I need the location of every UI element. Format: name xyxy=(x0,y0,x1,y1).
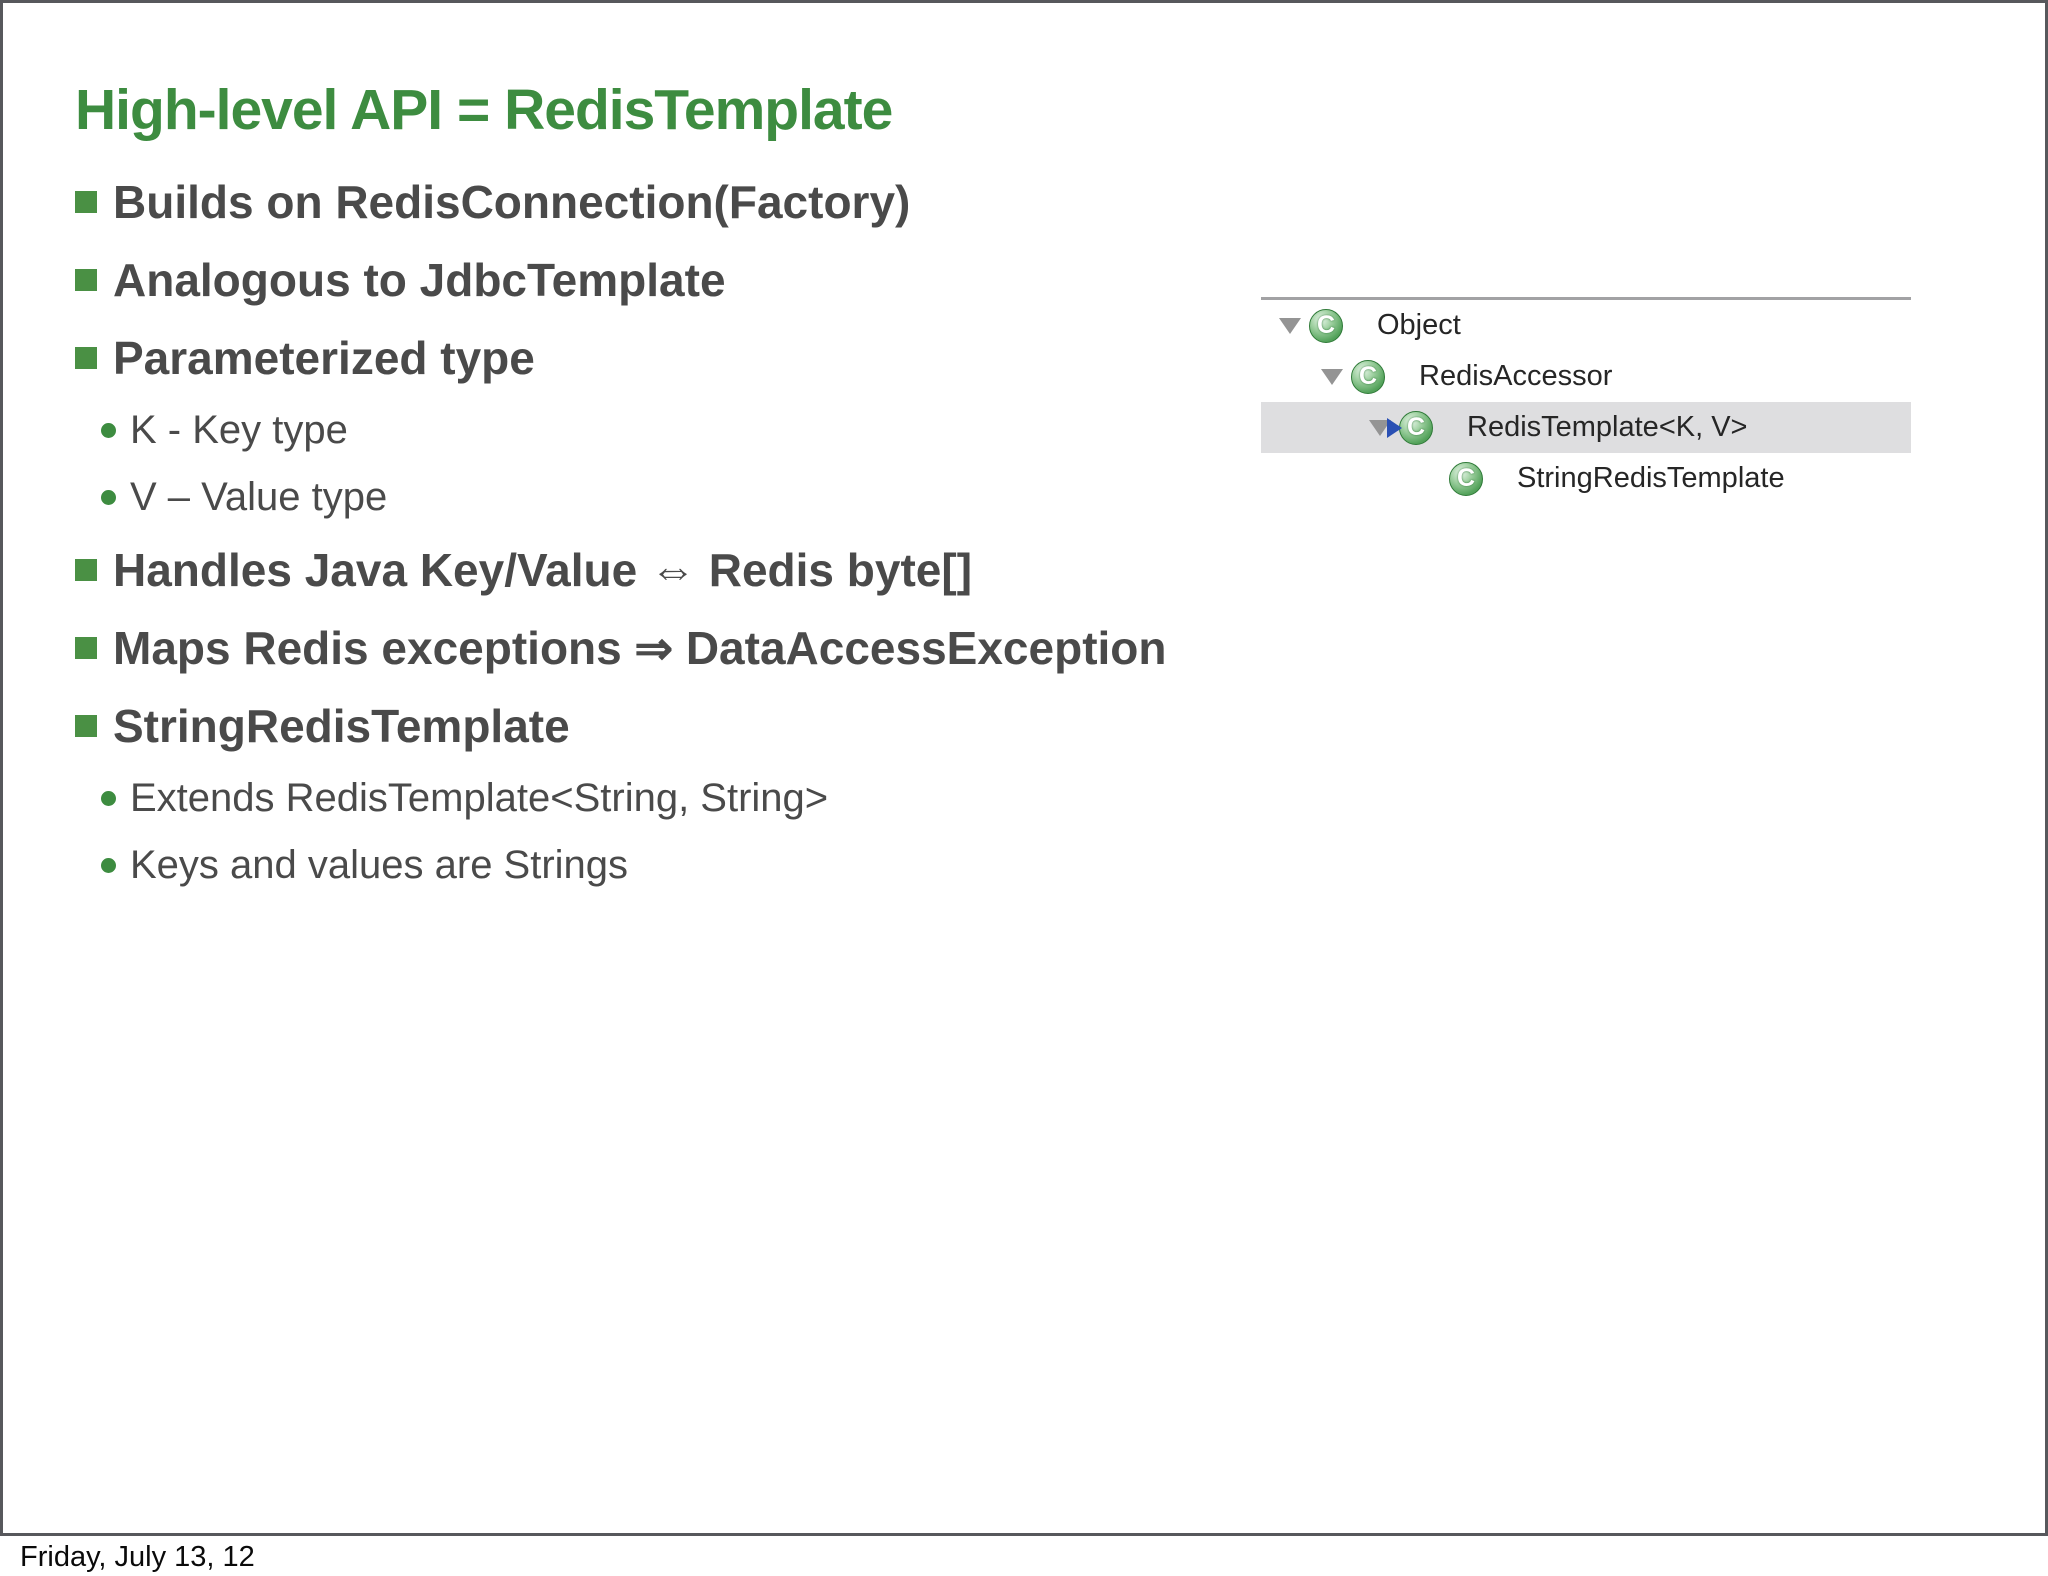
class-hierarchy-panel: C Object C RedisAccessor C RedisTemplate… xyxy=(1261,297,1911,504)
slide-frame: High-level API = RedisTemplate Builds on… xyxy=(0,0,2048,1536)
bullet-square-icon xyxy=(75,559,97,581)
tree-row: C RedisTemplate<K, V> xyxy=(1261,402,1911,453)
bullet-text: StringRedisTemplate xyxy=(113,700,570,752)
class-icon: C xyxy=(1399,410,1433,445)
page-title: High-level API = RedisTemplate xyxy=(75,78,893,143)
bullet-item: Maps Redis exceptions ⇒ DataAccessExcept… xyxy=(75,609,1575,687)
bullet-item: Analogous to JdbcTemplate xyxy=(75,241,1575,319)
bullet-square-icon xyxy=(75,715,97,737)
bullet-dot-icon xyxy=(101,423,116,438)
bullet-square-icon xyxy=(75,191,97,213)
expander-triangle-icon xyxy=(1369,419,1391,436)
tree-row-label: StringRedisTemplate xyxy=(1517,462,1785,494)
tree-row-label: RedisAccessor xyxy=(1419,360,1613,392)
tree-row-label: Object xyxy=(1377,309,1461,341)
bullet-text: Keys and values are Strings xyxy=(130,843,629,887)
sub-bullet-item: K - Key type xyxy=(75,397,1575,464)
bullet-text: Handles Java Key/Value ⇔ Redis byte[] xyxy=(113,544,973,596)
bullet-text: Builds on RedisConnection(Factory) xyxy=(113,176,911,228)
bullet-item: Handles Java Key/Value ⇔ Redis byte[] xyxy=(75,531,1575,609)
bullet-text: Analogous to JdbcTemplate xyxy=(113,254,726,306)
expander-triangle-icon xyxy=(1279,317,1301,334)
bullet-dot-icon xyxy=(101,858,116,873)
bullet-dot-icon xyxy=(101,791,116,806)
sub-bullet-item: Extends RedisTemplate<String, String> xyxy=(75,765,1575,832)
footer-date: Friday, July 13, 12 xyxy=(20,1541,255,1573)
class-icon: C xyxy=(1449,461,1483,496)
bullet-list: Builds on RedisConnection(Factory) Analo… xyxy=(75,163,1575,899)
bullet-text: Extends RedisTemplate<String, String> xyxy=(130,776,829,820)
bullet-dot-icon xyxy=(101,490,116,505)
class-icon: C xyxy=(1309,308,1343,343)
tree-row: C StringRedisTemplate xyxy=(1261,453,1911,504)
class-icon: C xyxy=(1351,359,1385,394)
bullet-text: V – Value type xyxy=(130,475,388,519)
sub-bullet-item: Keys and values are Strings xyxy=(75,832,1575,899)
bullet-item: Parameterized type xyxy=(75,319,1575,397)
bullet-text: Parameterized type xyxy=(113,332,535,384)
tree-row: C RedisAccessor xyxy=(1261,351,1911,402)
bullet-square-icon xyxy=(75,347,97,369)
bullet-text: Maps Redis exceptions ⇒ DataAccessExcept… xyxy=(113,622,1167,674)
bullet-item: StringRedisTemplate xyxy=(75,687,1575,765)
sub-bullet-item: V – Value type xyxy=(75,464,1575,531)
tree-row: C Object xyxy=(1261,300,1911,351)
expander-triangle-icon xyxy=(1321,368,1343,385)
bullet-text: K - Key type xyxy=(130,408,348,452)
tree-row-label: RedisTemplate<K, V> xyxy=(1467,411,1748,443)
bullet-item: Builds on RedisConnection(Factory) xyxy=(75,163,1575,241)
mouse-cursor-icon xyxy=(1387,418,1402,438)
bullet-square-icon xyxy=(75,637,97,659)
bullet-square-icon xyxy=(75,269,97,291)
